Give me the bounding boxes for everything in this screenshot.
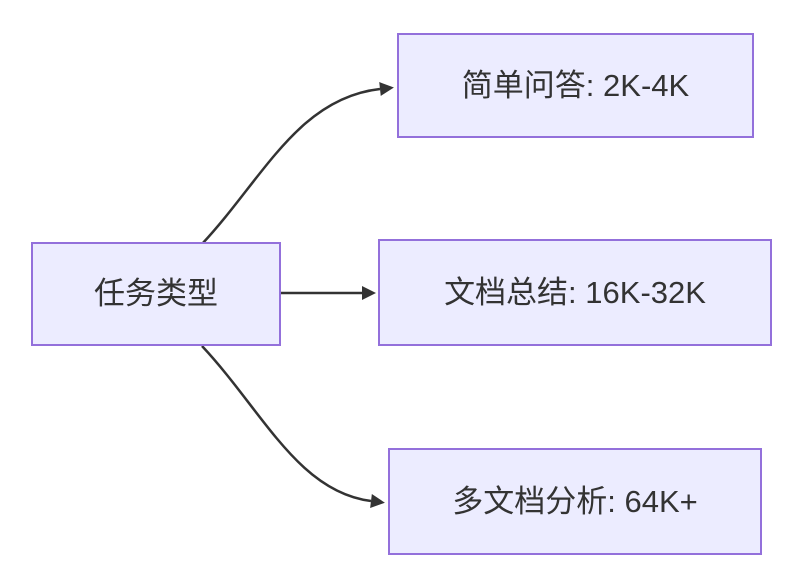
- node-task-type: 任务类型: [31, 242, 281, 346]
- node-multi-doc-analysis-label: 多文档分析: 64K+: [452, 483, 698, 519]
- node-simple-qa-label: 简单问答: 2K-4K: [461, 67, 690, 103]
- node-simple-qa: 简单问答: 2K-4K: [397, 33, 754, 138]
- edge-to-multi-doc: [201, 345, 385, 508]
- node-multi-doc-analysis: 多文档分析: 64K+: [388, 448, 762, 555]
- edge-to-simple-qa: [201, 82, 394, 245]
- node-doc-summary-label: 文档总结: 16K-32K: [444, 274, 706, 310]
- node-task-type-label: 任务类型: [94, 276, 218, 312]
- node-doc-summary: 文档总结: 16K-32K: [378, 239, 772, 346]
